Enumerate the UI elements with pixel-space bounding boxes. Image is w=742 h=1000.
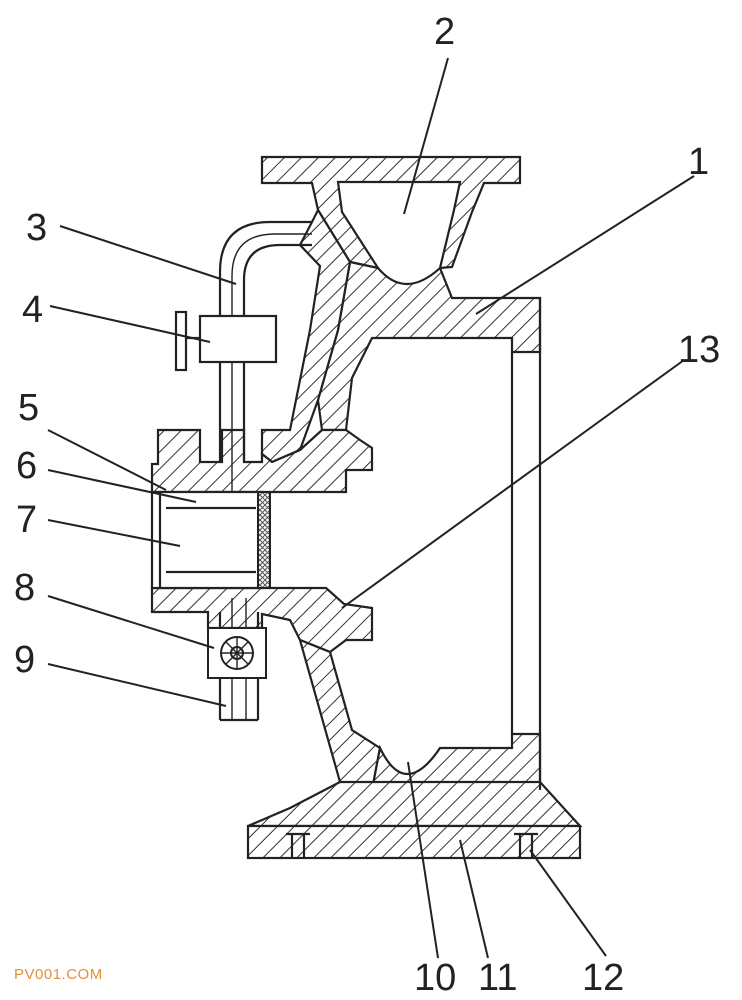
leader-3 [59, 225, 237, 285]
bypass-pipe-inner [242, 243, 312, 462]
label-12: 12 [582, 957, 624, 999]
leader-5 [47, 429, 167, 491]
upper-left-wall [260, 207, 352, 464]
bottom-plate [246, 824, 582, 860]
leader-4 [49, 305, 211, 343]
lower-diagonal-wall [298, 638, 382, 792]
leader-7 [47, 519, 181, 547]
label-11: 11 [478, 957, 517, 999]
leader-1 [475, 175, 695, 315]
filter-cartridge [150, 490, 264, 590]
drain-valve [207, 627, 267, 679]
label-10: 10 [414, 957, 456, 999]
bolt-left [286, 832, 310, 858]
leader-9 [47, 663, 227, 707]
watermark: PV001.COM [14, 966, 103, 983]
label-6: 6 [16, 445, 37, 487]
top-flange [260, 155, 522, 270]
label-13: 13 [678, 329, 720, 371]
label-2: 2 [434, 11, 455, 53]
label-8: 8 [14, 567, 35, 609]
inlet-shoulder [316, 260, 542, 432]
leader-11 [459, 839, 489, 959]
leader-10 [407, 761, 439, 959]
bypass-valve [174, 310, 278, 372]
label-9: 9 [14, 639, 35, 681]
label-5: 5 [18, 387, 39, 429]
leader-2 [403, 57, 449, 215]
label-1: 1 [688, 141, 709, 183]
label-4: 4 [22, 289, 43, 331]
leader-8 [47, 595, 215, 649]
leader-6 [47, 469, 197, 503]
bypass-pipe-bore [231, 233, 312, 492]
leader-12 [529, 849, 607, 957]
label-7: 7 [16, 499, 37, 541]
filter-mesh-screen [257, 491, 271, 589]
leader-13 [341, 359, 685, 609]
bypass-pipe-outer [218, 220, 312, 462]
lower-right-wall [370, 732, 542, 792]
label-3: 3 [26, 207, 47, 249]
